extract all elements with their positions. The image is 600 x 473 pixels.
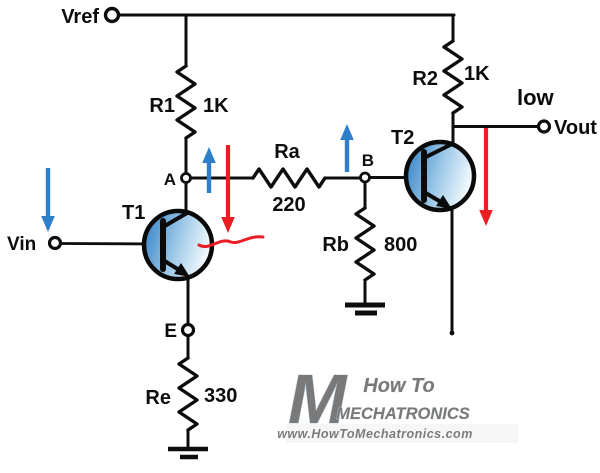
label-rb-name: Rb [322,234,349,256]
red-arrow-node-a-down [221,145,235,233]
blue-arrow-node-b-up [340,124,354,172]
label-node-b: B [362,151,374,170]
resistor-r2-zigzag [442,39,464,115]
terminal-e-circle [180,322,196,338]
label-t1: T1 [122,202,145,224]
label-terminal-e: E [164,321,177,342]
node-a-circle [180,172,192,184]
label-vin: Vin [7,234,36,255]
label-rb-value: 800 [384,234,417,256]
watermark-url: www.HowToMechatronics.com [277,427,473,441]
watermark-brand-top: How To [363,375,434,397]
red-squiggle-annotation [197,235,265,248]
watermark-monogram-m: M [288,360,348,438]
ground-rb [345,302,385,316]
resistor-rb-zigzag [354,206,376,282]
label-t2: T2 [391,127,414,149]
ground-re [168,446,208,460]
t2-emitter-arrowhead [436,195,452,209]
t2-collector-lead [422,142,454,160]
t1-emitter-arrowhead [174,263,190,277]
terminal-vref-circle [103,6,121,24]
blue-arrow-node-a-up [202,147,216,193]
label-vout: Vout [554,117,597,139]
wire-end-cap [449,330,455,336]
wires [60,13,540,448]
label-ra-value: 220 [272,194,305,216]
current-arrows [41,124,493,248]
label-r2-value: 1K [464,63,490,85]
watermark-brand-bottom: MECHATRONICS [336,405,470,423]
terminal-vin-circle [47,235,63,251]
label-r1-name: R1 [149,95,175,117]
label-r1-value: 1K [203,95,229,117]
resistor-re-zigzag [177,356,199,432]
label-re-name: Re [145,387,171,409]
resistor-r1-zigzag [175,64,197,140]
node-b-circle [359,171,371,184]
blue-arrow-vin-down [41,168,55,232]
label-r2-name: R2 [412,68,438,90]
label-re-value: 330 [204,385,237,407]
red-arrow-t2-down [479,128,493,226]
label-output-low: low [517,85,555,110]
transistor-t2-symbol [403,139,477,213]
label-node-a: A [164,170,176,189]
label-vref: Vref [61,6,99,28]
watermark: M How To MECHATRONICS www.HowToMechatron… [277,360,518,443]
terminal-vout-circle [536,119,552,134]
t1-collector-lead [161,211,189,229]
resistor-ra-zigzag [251,167,327,189]
watermark-band [286,424,518,443]
label-ra-name: Ra [274,141,300,163]
